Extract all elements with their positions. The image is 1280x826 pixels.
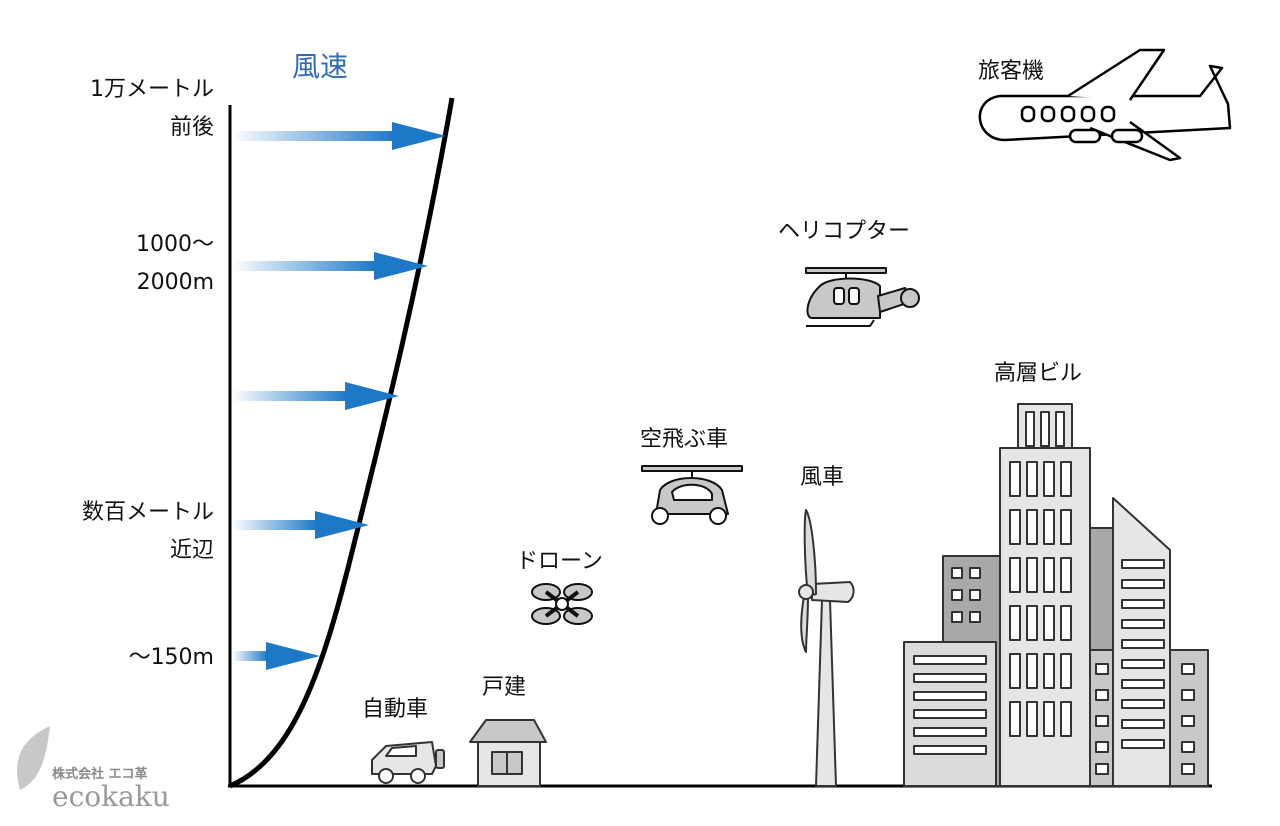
flying-car-label: 空飛ぶ車 [640, 427, 728, 452]
altitude-label-150m: ～150m [129, 645, 214, 670]
helicopter-icon [805, 267, 920, 327]
wind-arrow-middle [232, 382, 399, 410]
altitude-label-1000m-line1: 1000～ [136, 232, 214, 257]
helicopter-label: ヘリコプター [778, 219, 910, 244]
drone-label: ドローン [516, 549, 603, 574]
tall-building-label: 高層ビル [994, 361, 1082, 386]
airliner-icon [978, 48, 1232, 162]
wind-speed-curve [229, 97, 455, 789]
airliner-label: 旅客機 [978, 59, 1044, 84]
altitude-label-hundreds-line1: 数百メートル [82, 500, 214, 525]
diagram-title: 風速 [292, 50, 348, 83]
altitude-label-10000m-line2: 前後 [170, 115, 214, 140]
house-icon [469, 719, 547, 787]
wind-arrow-150m [232, 642, 320, 670]
wind-arrow-hundreds-m [232, 511, 369, 539]
wind-arrow-1000-2000m [232, 252, 428, 280]
tall-building-icon [903, 403, 1209, 787]
logo-brand-name: ecokaku [52, 780, 170, 813]
windmill-icon [798, 509, 855, 787]
leaf-icon [17, 726, 50, 790]
windmill-label: 風車 [800, 465, 844, 490]
altitude-label-10000m-line1: 1万メートル [90, 77, 214, 102]
drone-icon [531, 583, 593, 625]
altitude-label-1000m-line2: 2000m [137, 270, 214, 295]
company-logo: 株式会社 エコ革 ecokaku [17, 726, 170, 813]
wind-arrow-10000m [232, 122, 446, 150]
altitude-label-hundreds-line2: 近辺 [170, 538, 214, 563]
flying-car-icon [641, 465, 743, 525]
logo-company-name: 株式会社 エコ革 [52, 766, 148, 782]
car-icon [371, 741, 445, 784]
house-label: 戸建 [482, 675, 526, 700]
car-label: 自動車 [362, 697, 428, 722]
